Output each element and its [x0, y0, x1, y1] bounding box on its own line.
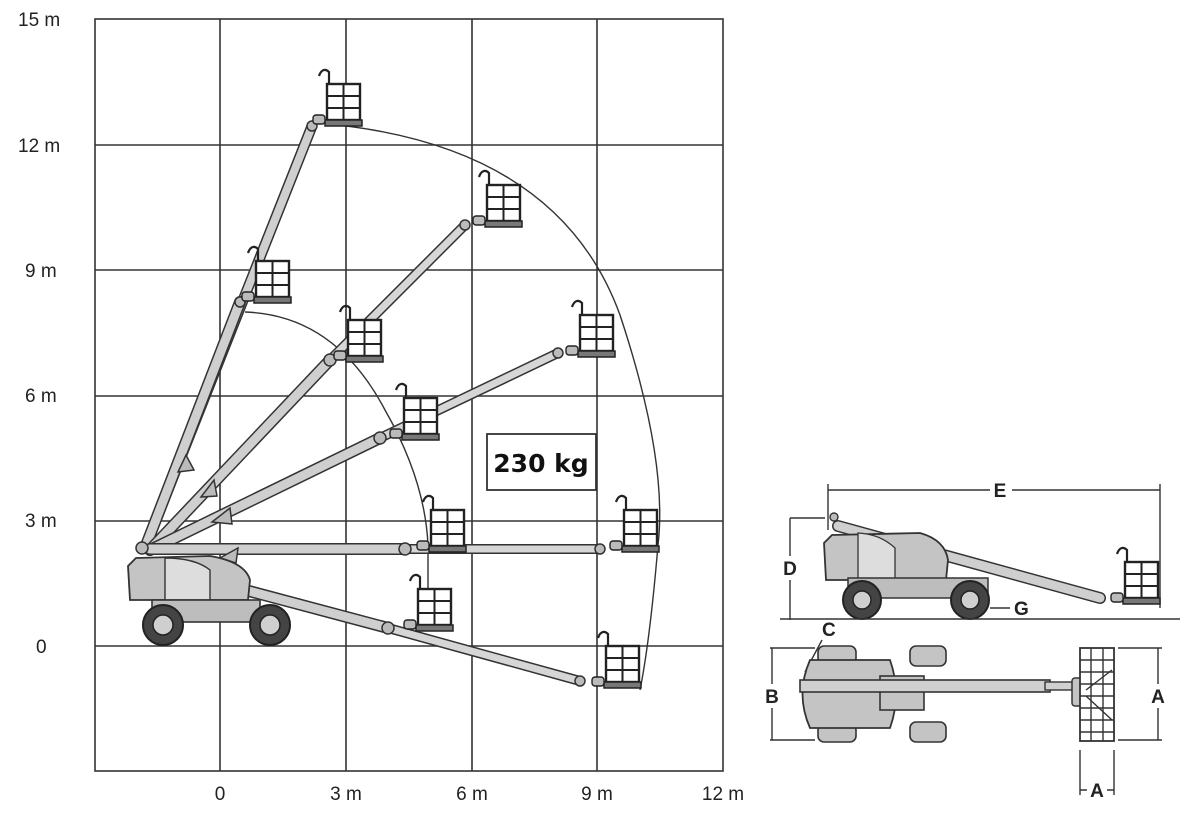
dimension-side-view: E D G [779, 478, 1180, 620]
dim-label-c: C [822, 620, 836, 641]
inner-reach-arc [244, 311, 429, 618]
dim-label-g: G [1014, 599, 1029, 620]
dim-label-b: B [765, 687, 779, 708]
x-tick-label: 9 m [581, 784, 613, 805]
boom-positions [139, 120, 606, 687]
y-tick-label: 0 [36, 637, 47, 658]
dim-label-a-bottom: A [1090, 781, 1104, 802]
platform-basket [415, 494, 468, 554]
y-tick-label: 3 m [25, 511, 57, 532]
top-view-platform [1079, 647, 1115, 742]
capacity-label: 230 kg [493, 449, 588, 478]
platform-basket [1109, 546, 1162, 606]
platform-basket [608, 494, 661, 554]
y-tick-label: 6 m [25, 386, 57, 407]
x-tick-label: 6 m [456, 784, 488, 805]
dim-label-a-right: A [1151, 687, 1165, 708]
x-tick-label: 3 m [330, 784, 362, 805]
y-tick-label: 12 m [18, 136, 60, 157]
platform-basket [388, 382, 441, 442]
platform-basket [311, 68, 364, 128]
y-tick-label: 15 m [18, 10, 60, 31]
platform-basket [590, 630, 643, 690]
reach-envelope [244, 124, 661, 691]
dim-label-e: E [994, 481, 1007, 502]
platform-basket [471, 169, 524, 229]
dimension-top-view: C B [761, 620, 1170, 802]
y-axis-labels: 15 m 12 m 9 m 6 m 3 m 0 [18, 10, 60, 658]
capacity-box: 230 kg [486, 433, 597, 491]
platform-basket [564, 299, 617, 359]
dim-label-d: D [783, 559, 797, 580]
x-axis-labels: 0 3 m 6 m 9 m 12 m [215, 784, 744, 805]
machine-side-view [127, 541, 291, 646]
x-tick-label: 12 m [702, 784, 744, 805]
outer-reach-arc [337, 124, 661, 691]
y-tick-label: 9 m [25, 261, 57, 282]
x-tick-label: 0 [215, 784, 226, 805]
